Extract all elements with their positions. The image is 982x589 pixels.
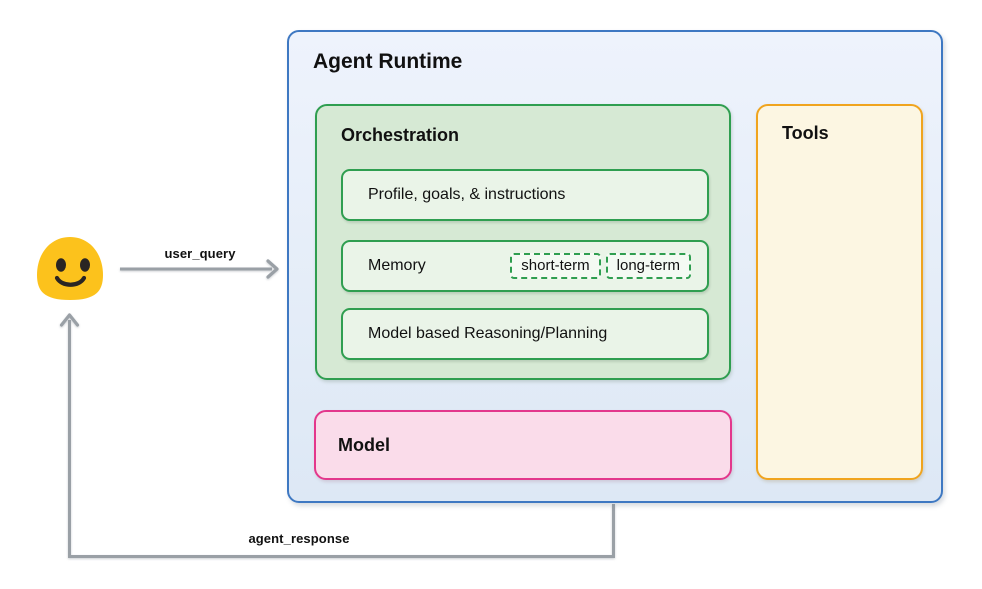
tools-title: Tools	[782, 123, 829, 143]
profile-goals-instructions-label: Profile, goals, & instructions	[368, 186, 566, 203]
tools-box: Tools	[756, 104, 923, 480]
model-title: Model	[338, 434, 390, 455]
user-query-label: user_query	[164, 246, 236, 261]
reasoning-planning-box: Model based Reasoning/Planning	[341, 308, 709, 360]
agent-runtime-title: Agent Runtime	[313, 50, 463, 73]
blob-left-eye	[56, 258, 66, 272]
user-blob-smiley-icon	[37, 237, 103, 300]
agent-response-arrow-line	[68, 320, 615, 558]
long-term-memory-chip: long-term	[605, 253, 691, 279]
profile-goals-instructions-box: Profile, goals, & instructions	[341, 169, 709, 221]
orchestration-title: Orchestration	[341, 125, 460, 145]
blob-body	[37, 237, 103, 300]
reasoning-planning-label: Model based Reasoning/Planning	[368, 325, 608, 342]
memory-chips: short-term long-term	[510, 253, 691, 279]
short-term-memory-chip: short-term	[510, 253, 601, 279]
blob-smile	[54, 275, 87, 287]
blob-right-eye	[80, 258, 90, 272]
memory-box: Memory short-term long-term	[341, 240, 709, 292]
memory-label: Memory	[368, 257, 426, 274]
right-arrow-icon	[266, 259, 279, 279]
orchestration-box: Orchestration Profile, goals, & instruct…	[315, 104, 731, 380]
agent-runtime-box: Agent Runtime Orchestration Profile, goa…	[287, 30, 943, 503]
agent-response-label: agent_response	[248, 531, 350, 546]
up-arrow-icon	[59, 313, 80, 327]
model-box: Model	[314, 410, 732, 480]
